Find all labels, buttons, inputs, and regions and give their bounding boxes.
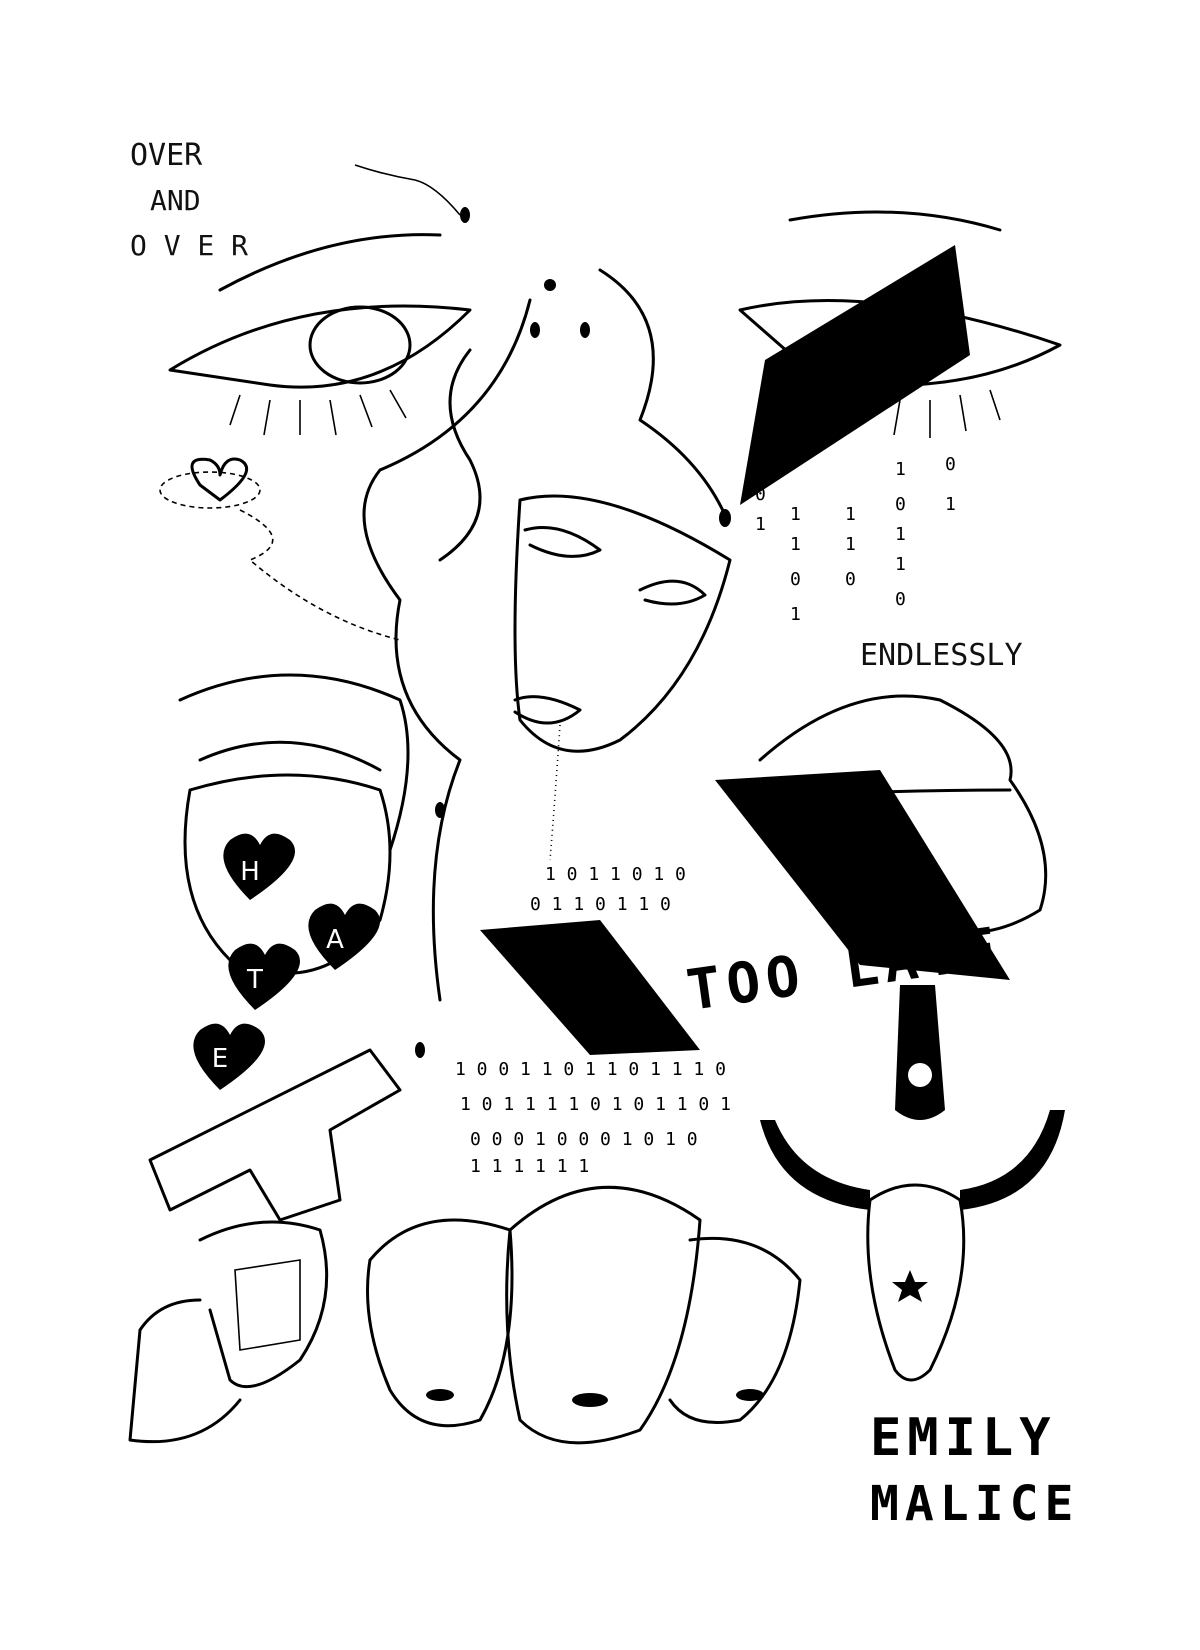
svg-text:1 0 1 1 1 1 0 1 0 1 1 0 1: 1 0 1 1 1 1 0 1 0 1 1 0 1 xyxy=(460,1094,731,1115)
binary-rain-center: 1 0 1 1 0 1 0 0 1 1 0 1 1 0 1 0 0 1 1 0 … xyxy=(455,864,731,1177)
pistol-in-hand xyxy=(128,1048,402,1444)
svg-text:1 0 1 1 0 1 0: 1 0 1 1 0 1 0 xyxy=(545,864,686,885)
svg-text:0: 0 xyxy=(895,589,906,610)
svg-text:0: 0 xyxy=(755,484,766,505)
heart-a: A xyxy=(308,903,380,970)
left-eye xyxy=(168,233,472,436)
tongue-mouth: H A T E xyxy=(178,673,410,1090)
biting-lips xyxy=(715,694,1048,980)
signature-emily-malice: EMILY MALICE xyxy=(870,1408,1079,1532)
bull-skull xyxy=(760,1110,1065,1382)
svg-text:O V E R: O V E R xyxy=(130,229,248,262)
svg-text:1: 1 xyxy=(895,554,906,575)
svg-text:0 0 0 1 0 0 0 1 0 1 0: 0 0 0 1 0 0 0 1 0 1 0 xyxy=(470,1129,698,1150)
endlessly-text: ENDLESSLY xyxy=(860,638,1023,673)
heart-t: T xyxy=(228,943,300,1010)
censor-tape xyxy=(715,770,1010,980)
sperm-swirls xyxy=(354,164,731,1058)
svg-text:1: 1 xyxy=(895,459,906,480)
svg-text:1: 1 xyxy=(790,534,801,555)
svg-text:T: T xyxy=(246,965,263,995)
svg-text:MALICE: MALICE xyxy=(870,1476,1079,1532)
svg-text:1: 1 xyxy=(755,514,766,535)
svg-text:0: 0 xyxy=(845,569,856,590)
svg-text:1: 1 xyxy=(845,534,856,555)
censor-tape xyxy=(480,920,700,1055)
svg-text:EMILY: EMILY xyxy=(870,1408,1057,1468)
svg-text:H: H xyxy=(240,857,260,887)
binary-rain-right: 0 1 1 1 0 1 1 1 0 1 0 1 1 0 0 1 xyxy=(755,454,956,625)
censor-tape xyxy=(740,245,970,505)
svg-text:1: 1 xyxy=(790,604,801,625)
three-faces xyxy=(366,1185,802,1445)
svg-text:0: 0 xyxy=(945,454,956,475)
skull-drip xyxy=(895,985,945,1120)
svg-text:A: A xyxy=(326,925,344,955)
heart-h: H xyxy=(223,833,295,900)
right-eye xyxy=(738,210,1062,505)
svg-text:E: E xyxy=(212,1044,228,1074)
svg-text:0 1 1 0 1 1 0: 0 1 1 0 1 1 0 xyxy=(530,894,671,915)
svg-text:1: 1 xyxy=(790,504,801,525)
svg-text:1 0 0 1 1 0 1 1 0 1 1 1 0: 1 0 0 1 1 0 1 1 0 1 1 1 0 xyxy=(455,1059,726,1080)
svg-text:AND: AND xyxy=(150,184,201,217)
svg-text:1: 1 xyxy=(845,504,856,525)
crying-face xyxy=(513,494,732,861)
binary-rain-line: 1 1 1 1 1 1 xyxy=(470,1156,589,1177)
svg-text:0: 0 xyxy=(790,569,801,590)
heart-orbit-icon xyxy=(159,457,401,641)
svg-text:1: 1 xyxy=(945,494,956,515)
svg-text:OVER: OVER xyxy=(130,138,203,173)
heart-e: E xyxy=(193,1023,265,1090)
over-and-over-text: OVER AND O V E R xyxy=(130,138,248,262)
svg-text:1: 1 xyxy=(895,524,906,545)
svg-text:0: 0 xyxy=(895,494,906,515)
